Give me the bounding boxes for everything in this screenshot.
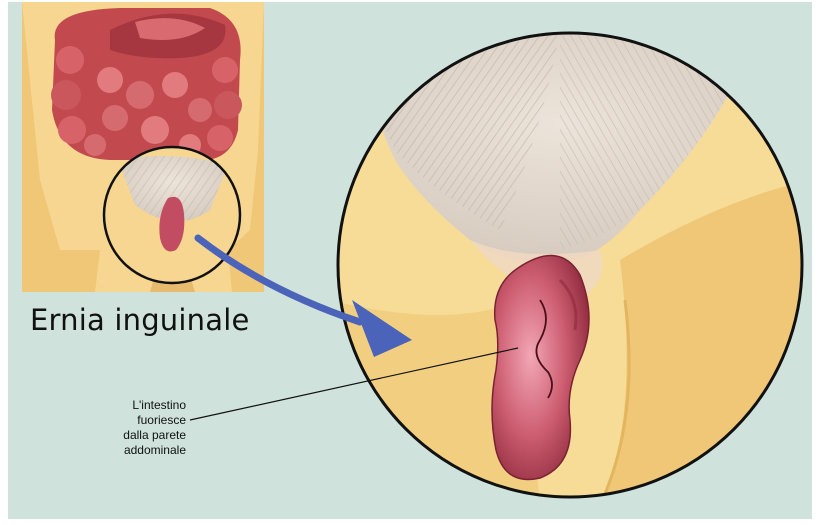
caption-line-1: L'intestino bbox=[86, 398, 186, 413]
caption-label: L'intestino fuoriesce dalla parete addom… bbox=[86, 398, 186, 458]
intestines bbox=[51, 8, 242, 161]
caption-line-4: addominale bbox=[86, 443, 186, 458]
caption-line-3: dalla parete bbox=[86, 428, 186, 443]
diagram-title: Ernia inguinale bbox=[30, 303, 250, 337]
torso-figure bbox=[22, 2, 264, 292]
caption-line-2: fuoriesce bbox=[86, 413, 186, 428]
